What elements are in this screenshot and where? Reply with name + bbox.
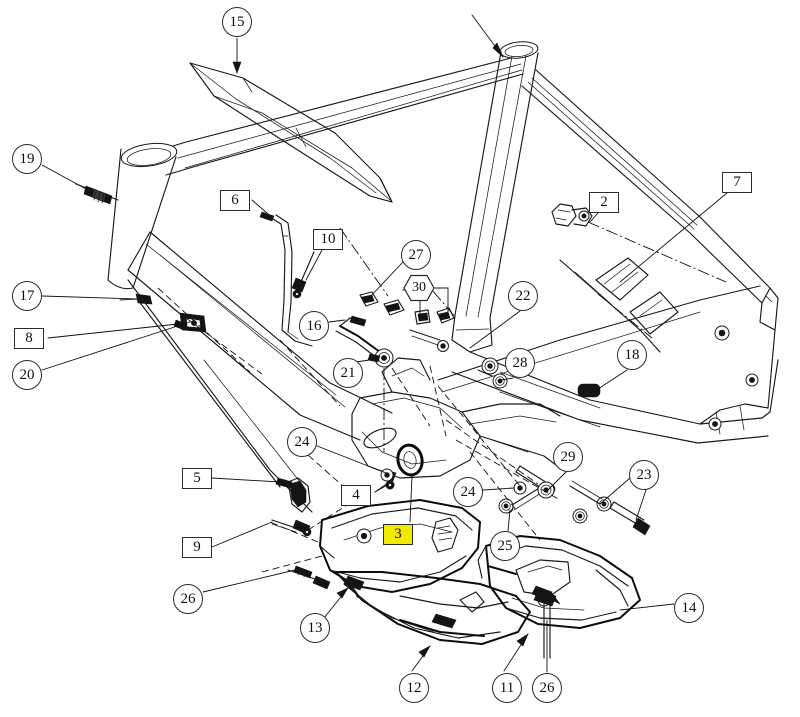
- part-27-30-clamp-bracket: [359, 289, 455, 352]
- callout-label: 20: [19, 366, 35, 383]
- callout-label: 15: [229, 13, 245, 30]
- callout-balloon-19[interactable]: 19: [12, 144, 42, 174]
- callout-balloon-21[interactable]: 21: [333, 358, 363, 388]
- part-10-hose-clamp-bolt: [291, 251, 315, 299]
- callout-balloon-7[interactable]: 7: [722, 172, 752, 193]
- callout-balloon-10[interactable]: 10: [313, 229, 343, 250]
- callout-label: 11: [499, 679, 515, 696]
- part-12-skid-plate-left: [335, 571, 531, 645]
- callout-balloon-27[interactable]: 27: [401, 240, 431, 270]
- callout-label: 14: [681, 599, 697, 616]
- callout-label: 21: [340, 364, 356, 381]
- callout-label: 5: [193, 470, 201, 486]
- part-26-screw-fastener-left: [287, 565, 331, 590]
- callout-label: 9: [193, 539, 201, 555]
- callout-label: 10: [320, 231, 336, 247]
- callout-balloon-23[interactable]: 23: [629, 460, 659, 490]
- callout-balloon-18[interactable]: 18: [617, 340, 647, 370]
- callout-balloon-5[interactable]: 5: [182, 468, 212, 489]
- callout-balloon-6[interactable]: 6: [220, 190, 250, 211]
- callout-label: 16: [306, 317, 322, 334]
- callout-balloon-3[interactable]: 3: [383, 524, 413, 545]
- part-29-spacer-bushing: [498, 481, 555, 514]
- alignment-lines: [157, 221, 727, 573]
- part-9-bracket-lower: [271, 519, 312, 537]
- callout-balloon-2[interactable]: 2: [589, 192, 619, 213]
- part-21-pivot-bolt: [367, 348, 394, 368]
- callout-label: 6: [231, 192, 239, 208]
- callout-balloon-14[interactable]: 14: [674, 593, 704, 623]
- callout-label: 18: [624, 346, 640, 363]
- part-28-flange-nut: [477, 357, 508, 389]
- callout-label: 24: [460, 483, 476, 500]
- callout-label: 12: [406, 679, 422, 696]
- callout-balloon-25[interactable]: 25: [490, 531, 520, 561]
- callout-label: 27: [408, 246, 424, 263]
- callout-label: 25: [497, 537, 513, 554]
- callout-label: 29: [560, 448, 576, 465]
- part-19-inline-connector: [75, 183, 119, 205]
- frame-main-tubes: [107, 55, 524, 513]
- part-5-bracket-left: [275, 477, 311, 513]
- callout-label: 4: [352, 487, 360, 503]
- callout-label: 8: [25, 330, 33, 346]
- callout-balloon-17[interactable]: 17: [12, 281, 42, 311]
- callout-label: 3: [394, 526, 402, 542]
- callout-balloon-11[interactable]: 11: [492, 673, 522, 703]
- callout-balloon-12[interactable]: 12: [399, 673, 429, 703]
- part-16-cable-routing-tube: [335, 315, 381, 359]
- part-3-grommet-seal-ring: [396, 443, 424, 523]
- leader-lines: [41, 37, 728, 673]
- callout-label: 26: [180, 590, 196, 607]
- callout-label: 19: [19, 150, 35, 167]
- callout-label: 26: [539, 679, 555, 696]
- part-2-cable-guide-clip: [551, 203, 593, 227]
- callout-balloon-26[interactable]: 26: [532, 673, 562, 703]
- part-18-frame-protector-pad: [577, 383, 601, 398]
- callout-balloon-30[interactable]: 30: [403, 274, 435, 302]
- callout-balloon-16[interactable]: 16: [299, 311, 329, 341]
- part-13-bash-guard: [319, 499, 481, 593]
- callout-balloon-29[interactable]: 29: [553, 442, 583, 472]
- callout-balloon-24[interactable]: 24: [287, 427, 317, 457]
- callout-label: 30: [412, 280, 426, 295]
- hexagon-outline-icon: [403, 274, 435, 302]
- callout-balloon-15[interactable]: 15: [222, 7, 252, 37]
- callout-label: 17: [19, 287, 35, 304]
- part-23-socket-bolt-long: [569, 480, 651, 536]
- callout-balloon-28[interactable]: 28: [505, 348, 535, 378]
- part-6-brake-line-hose: [259, 211, 313, 347]
- callout-balloon-24[interactable]: 24: [453, 477, 483, 507]
- callout-label: 28: [512, 354, 528, 371]
- callout-label: 7: [733, 174, 741, 190]
- callout-balloon-20[interactable]: 20: [12, 360, 42, 390]
- frame-rear-triangle: [451, 69, 779, 444]
- callout-label: 13: [307, 619, 323, 636]
- callout-balloon-22[interactable]: 22: [508, 281, 538, 311]
- callout-label: 2: [600, 194, 608, 210]
- part-7-chainstay-tube: [437, 285, 761, 393]
- callout-label: 23: [636, 466, 652, 483]
- part-17-cable-end-stop: [119, 293, 153, 305]
- part-22-seat-tube: [451, 14, 539, 353]
- callout-balloon-4[interactable]: 4: [341, 485, 371, 506]
- callout-balloon-9[interactable]: 9: [182, 537, 212, 558]
- part-15-top-tube-cover: [189, 62, 393, 203]
- callout-balloon-13[interactable]: 13: [300, 613, 330, 643]
- callout-balloon-8[interactable]: 8: [14, 328, 44, 349]
- callout-balloon-26[interactable]: 26: [173, 584, 203, 614]
- callout-label: 22: [515, 287, 531, 304]
- callout-label: 24: [294, 433, 310, 450]
